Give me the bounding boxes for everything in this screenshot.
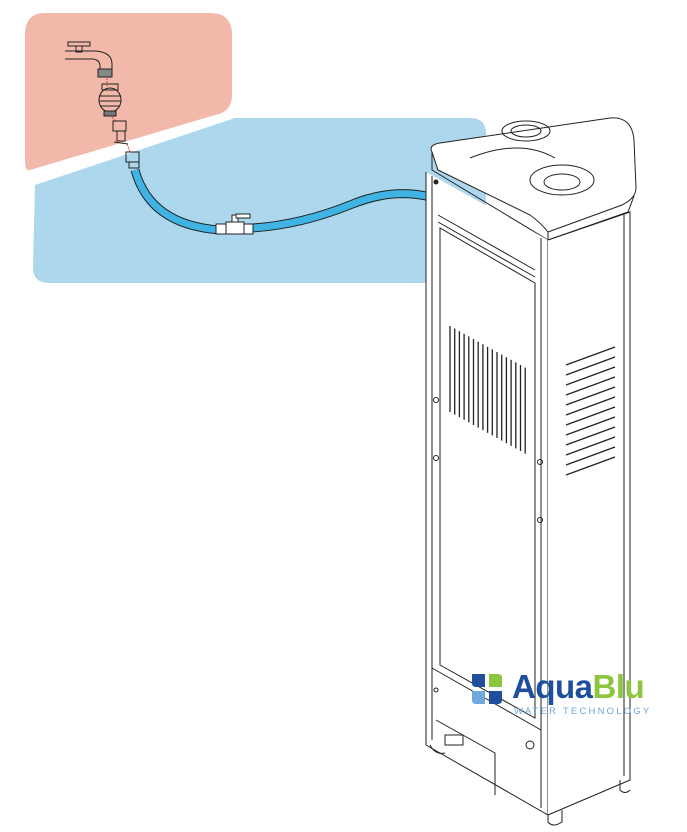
aquablu-logo: AquaBlu WATER TECHNOLOGY [470, 668, 660, 718]
vent-slat [565, 426, 616, 446]
vent-slat [565, 366, 616, 386]
ball-valve-icon [215, 213, 254, 235]
logo-petals-icon [472, 674, 502, 704]
tap-icon [65, 41, 113, 78]
vent-slat [565, 376, 616, 396]
vent-slat [565, 386, 616, 406]
inline-filter-icon [98, 83, 122, 117]
dispenser-cabinet [425, 117, 637, 826]
logo-tagline: WATER TECHNOLOGY [514, 706, 652, 717]
vent-slat [565, 396, 616, 416]
vent-slat [565, 356, 616, 376]
vent-slat [565, 406, 616, 426]
vent-slat [565, 416, 616, 436]
dispenser-zone-background [33, 118, 486, 283]
logo-word-aqua: Aqua [512, 668, 593, 705]
adapter-icon [112, 120, 129, 145]
front-vent-grille [449, 326, 526, 454]
vent-slat [565, 456, 616, 476]
side-vent-grille [565, 346, 616, 476]
vent-slat [565, 346, 616, 366]
logo-word-blu: Blu [592, 668, 645, 705]
vent-slat [565, 436, 616, 456]
vent-slat [565, 446, 616, 466]
hose-nut-icon [125, 151, 140, 169]
